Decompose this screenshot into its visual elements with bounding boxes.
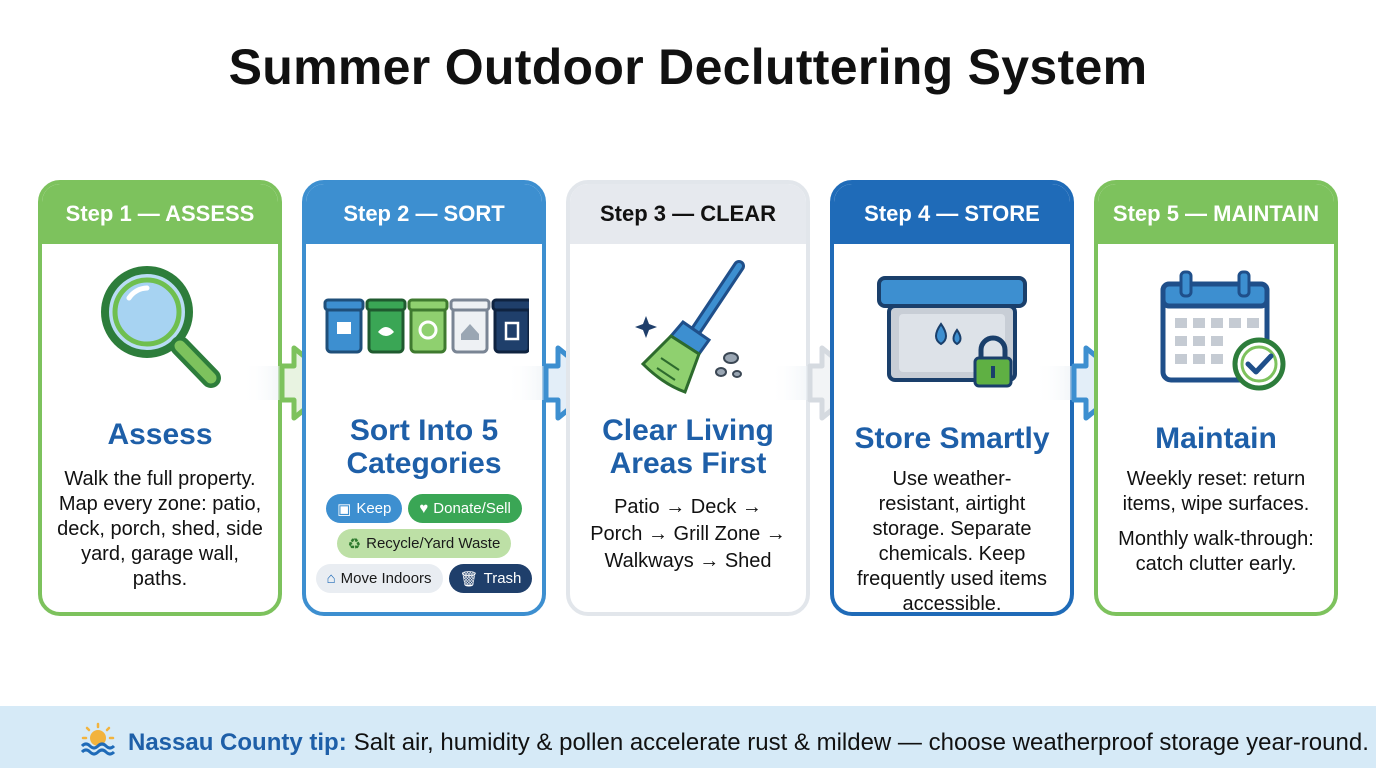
chip-trash: 🗑Trash: [448, 564, 533, 593]
step-card-store: Step 4 — STORE Store Smartly Use weather…: [830, 180, 1074, 616]
step-card-sort: Step 2 — SORT Sort Int: [302, 180, 546, 616]
trash-icon: 🗑: [459, 570, 479, 588]
step-card-maintain: Step 5 — MAINTAIN Maintain Weekly reset:…: [1094, 180, 1338, 616]
storage-box-icon: [834, 254, 1070, 404]
step-heading: Maintain: [1155, 422, 1277, 455]
monthly-walkthrough-text: Monthly walk-through: catch clutter earl…: [1118, 528, 1314, 575]
recycle-icon: ♻: [347, 535, 362, 553]
tip-label: Nassau County tip:: [128, 728, 347, 756]
chip-recycle: ♻Recycle/Yard Waste: [336, 529, 512, 558]
step-description: Walk the full property. Map every zone: …: [57, 468, 263, 590]
step-description: Patio → Deck → Porch → Grill Zone → Walk…: [590, 496, 786, 572]
category-chips: ▣Keep ♥Donate/Sell ♻Recycle/Yard Waste ⌂…: [314, 494, 534, 599]
sun-wave-icon: [78, 722, 118, 763]
page-title: Summer Outdoor Decluttering System: [228, 39, 1148, 95]
calendar-check-icon: [1098, 254, 1334, 404]
step-header: Step 1 — ASSESS: [42, 184, 278, 244]
step-card-assess: Step 1 — ASSESS Assess Walk the full pro…: [38, 180, 282, 616]
home-icon: ⌂: [326, 570, 336, 587]
broom-icon: [570, 254, 806, 404]
box-icon: ▣: [337, 500, 352, 518]
step-header: Step 2 — SORT: [306, 184, 542, 244]
magnifying-glass-icon: [42, 254, 278, 404]
step-description: Use weather-resistant, airtight storage.…: [856, 468, 1048, 615]
step-heading: Sort Into 5 Categories: [346, 414, 502, 480]
tip-banner: Nassau County tip: Salt air, humidity & …: [0, 706, 1376, 768]
weekly-reset-text: Weekly reset: return items, wipe surface…: [1122, 468, 1310, 515]
step-description: Weekly reset: return items, wipe surface…: [1108, 467, 1324, 577]
step-header: Step 3 — CLEAR: [570, 184, 806, 244]
chip-move-indoors: ⌂Move Indoors: [315, 564, 443, 593]
tip-text: Salt air, humidity & pollen accelerate r…: [353, 728, 1369, 756]
chip-keep: ▣Keep: [326, 494, 403, 523]
step-header: Step 5 — MAINTAIN: [1098, 184, 1334, 244]
step-card-clear: Step 3 — CLEAR Clear Living Areas First …: [566, 180, 810, 616]
step-heading: Clear Living Areas First: [602, 414, 774, 480]
chip-donate-sell: ♥Donate/Sell: [408, 494, 522, 523]
step-header: Step 4 — STORE: [834, 184, 1070, 244]
step-heading: Assess: [107, 418, 213, 451]
bins-icon: [306, 254, 542, 404]
step-heading: Store Smartly: [854, 422, 1050, 455]
heart-hand-icon: ♥: [419, 500, 429, 517]
